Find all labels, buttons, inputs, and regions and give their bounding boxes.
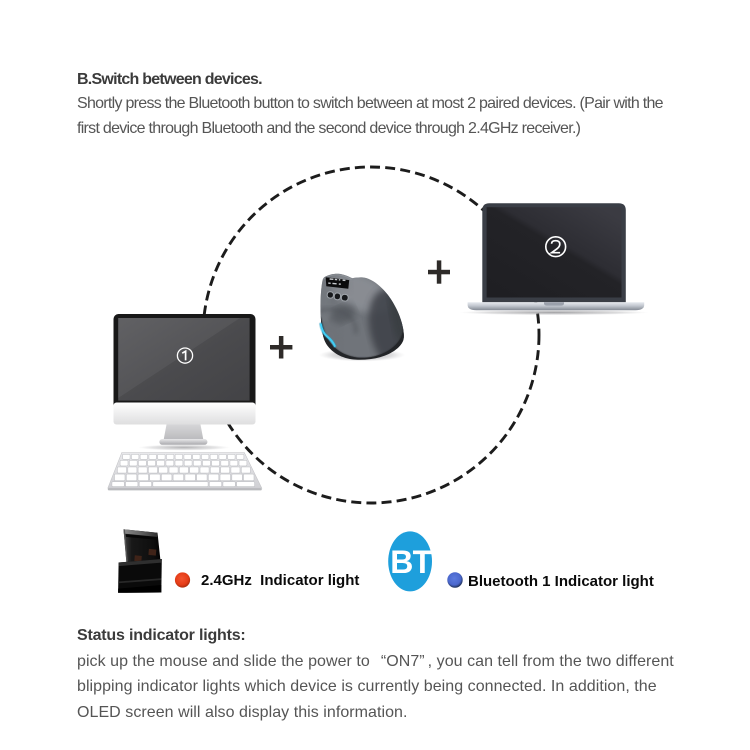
svg-text:BT: BT <box>390 544 432 580</box>
